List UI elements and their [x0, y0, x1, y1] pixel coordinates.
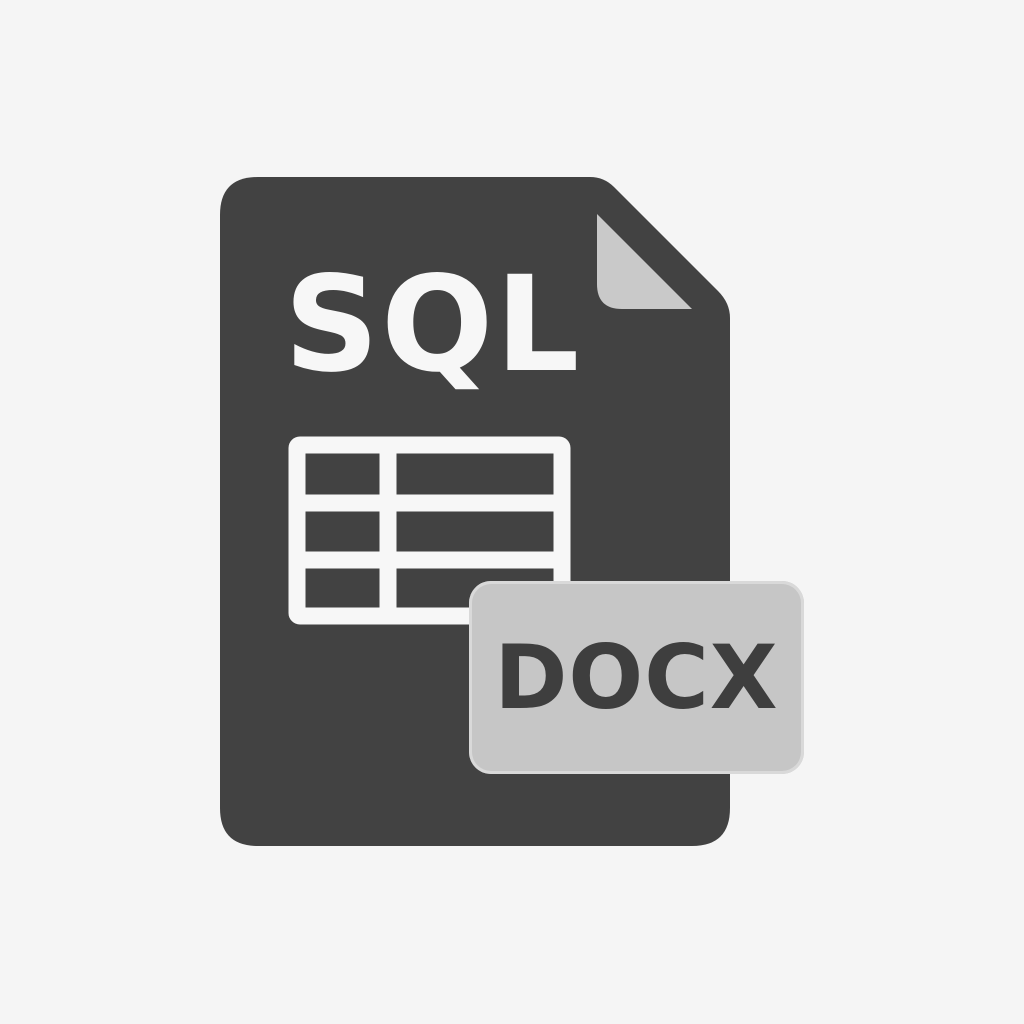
folded-corner-icon	[597, 214, 692, 309]
format-badge-label: DOCX	[494, 625, 779, 729]
format-badge: DOCX	[469, 581, 804, 774]
sql-title: SQL	[284, 248, 582, 402]
table-icon	[288, 436, 571, 625]
